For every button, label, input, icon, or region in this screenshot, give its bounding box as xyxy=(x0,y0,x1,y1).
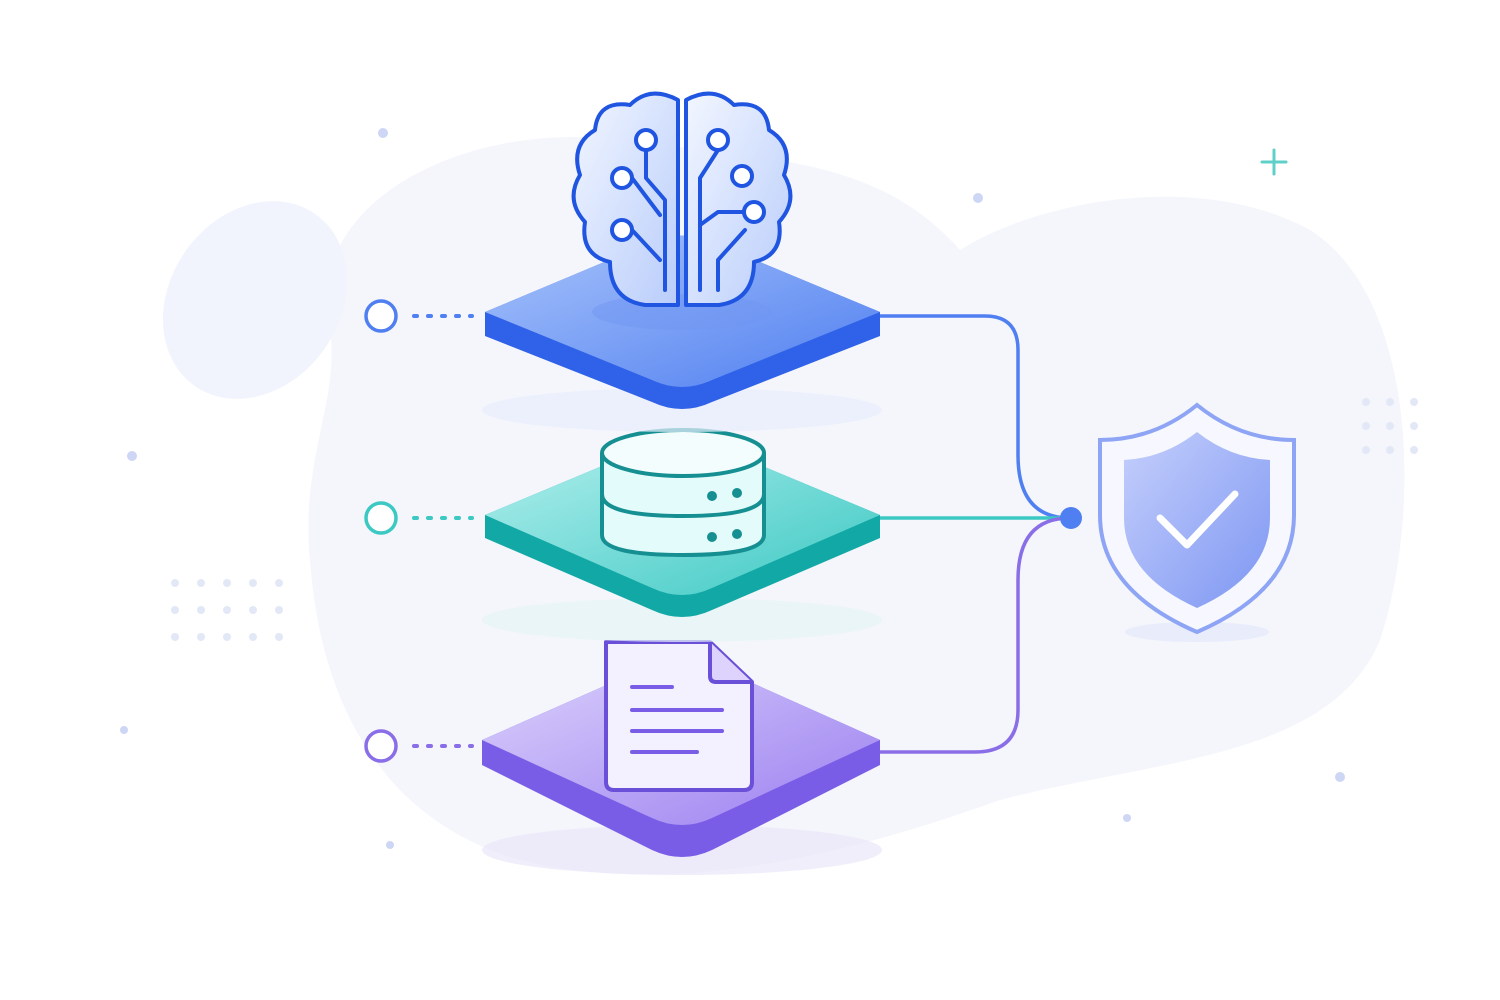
connectors xyxy=(880,314,1071,754)
document-icon xyxy=(604,640,754,792)
plus-icon xyxy=(1260,148,1288,176)
connector-top xyxy=(880,314,1071,520)
background-blob-small xyxy=(162,201,348,399)
input-node-middle xyxy=(364,501,474,535)
shield-check-icon xyxy=(1098,402,1296,642)
input-node-top xyxy=(364,299,474,333)
dot-grid-right xyxy=(1362,398,1418,454)
connector-bottom xyxy=(880,516,1071,754)
input-node-bottom xyxy=(364,729,474,763)
decorative-dots xyxy=(120,128,1345,849)
database-icon xyxy=(600,428,766,558)
dot-grid-left xyxy=(171,579,283,641)
brain-layer-platform xyxy=(482,235,882,432)
junction-node xyxy=(1060,507,1082,529)
brain-circuit-icon xyxy=(571,91,793,307)
